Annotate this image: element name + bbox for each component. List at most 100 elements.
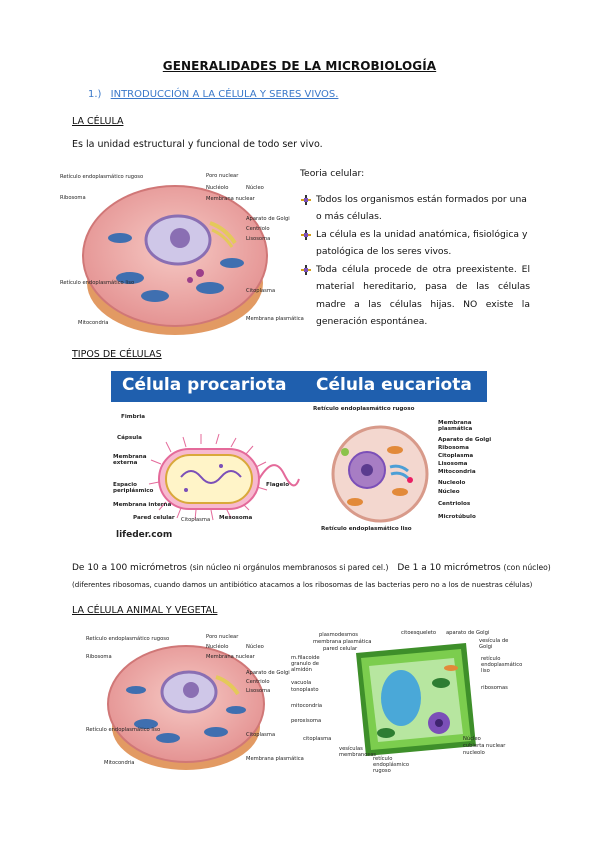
ribosome-note: (diferentes ribosomas, cuando damos un a… (72, 580, 533, 589)
label-euk-microtubule: Microtúbulo (438, 514, 476, 520)
label-cytoskeleton: citoesqueleto (401, 630, 437, 636)
animal-cell-diagram: Retículo endoplasmático rugoso Ribosoma … (60, 168, 304, 338)
prokaryote-diagram: Fimbria Cápsula Membrana externa Espacio… (111, 402, 301, 542)
label-cell-wall: Pared celular (133, 515, 175, 521)
size-eukaryote: De 1 a 10 micrómetros (397, 563, 501, 573)
label-euk-membrane: Membrana plasmática (438, 420, 473, 432)
label-euk-cytoplasm: Citoplasma (438, 453, 474, 459)
theory-item: La célula es la unidad anatómica, fisiol… (300, 226, 530, 261)
label-lysosome: Lisosoma (246, 236, 271, 242)
animal-cell-illustration-2 (107, 645, 265, 770)
label-mitochondria: Mitocondria (78, 320, 109, 326)
label-plasma-membrane-2: Membrana plasmática (246, 756, 304, 762)
label-starch: granulo de almidón (291, 661, 319, 673)
types-heading: TIPOS DE CÉLULAS (72, 349, 162, 360)
label-centriole-2: Centriolo (246, 679, 270, 685)
label-rer: Retículo endoplasmático rugoso (60, 174, 144, 180)
prokaryote-illustration (148, 433, 300, 521)
label-cytoplasm-2: Citoplasma (246, 732, 276, 738)
banner-eukaryote: Célula eucariota (316, 375, 472, 395)
plant-cell-illustration (356, 643, 476, 756)
label-nuclear-pore-2: Poro nuclear (206, 634, 239, 640)
label-plant-membrane: membrana plasmática (313, 639, 372, 645)
label-golgi-2: Aparato de Golgi (246, 670, 290, 676)
label-golgi-vesicle: vesícula de Golgi (479, 638, 509, 650)
label-plant-mito: mitocondria (291, 703, 323, 709)
label-centriole: Centriolo (246, 226, 270, 232)
label-euk-nucleolus: Nucleolo (438, 480, 466, 486)
label-nucleus-2: Núcleo (246, 644, 264, 650)
label-capsule: Cápsula (117, 435, 142, 441)
pushpin-icon (301, 229, 311, 240)
size-prokaryote: De 10 a 100 micrómetros (72, 563, 187, 573)
eukaryote-diagram: Retículo endoplasmático rugoso Membrana … (305, 402, 495, 537)
size-line: De 10 a 100 micrómetros (sin núcleo ni o… (72, 563, 551, 573)
label-nucleolus: Nucléolo (206, 185, 229, 191)
section-title-text: INTRODUCCIÓN A LA CÉLULA Y SERES VIVOS. (110, 89, 339, 100)
label-plant-nucleus: Núcleo (463, 736, 481, 742)
label-plant-cytoplasm: citoplasma (303, 736, 332, 742)
plant-cell-diagram: plasmodesmos membrana plasmática pared c… (291, 628, 523, 786)
label-plant-nucleolus: nucleolo (463, 750, 485, 756)
label-cytoplasm: Citoplasma (246, 288, 276, 294)
label-ribosome-2: Ribosoma (86, 654, 112, 660)
label-nuclear-envelope: cubierta nuclear (463, 743, 506, 749)
label-plant-golgi: aparato de Golgi (446, 630, 490, 636)
theory-item: Todos los organismos están formados por … (300, 191, 530, 226)
size-prokaryote-note: (sin núcleo ni orgánulos membranosos si … (189, 563, 389, 572)
label-rer-2: Retículo endoplasmático rugoso (86, 636, 170, 642)
label-euk-golgi: Aparato de Golgi (438, 437, 492, 443)
label-plasma-membrane: Membrana plasmática (246, 316, 304, 322)
label-periplasm: Espacio periplásmico (113, 482, 154, 494)
banner-prokaryote: Célula procariota (122, 375, 287, 395)
theory-title: Teoria celular: (300, 168, 365, 179)
label-nuclear-membrane: Membrana nuclear (206, 196, 255, 202)
cell-heading: LA CÉLULA (72, 116, 124, 127)
label-ser: Retículo endoplasmático liso (60, 280, 135, 286)
label-plant-rer: retículo endoplásmico rugoso (373, 756, 410, 774)
cell-definition: Es la unidad estructural y funcional de … (72, 139, 323, 150)
label-nuclear-membrane-2: Membrana nuclear (206, 654, 255, 660)
label-mitochondria-2: Mitocondria (104, 760, 135, 766)
label-middle-lamella: m.filacoide (291, 655, 320, 661)
label-euk-lysosome: Lisosoma (438, 461, 468, 467)
section-title: 1.) INTRODUCCIÓN A LA CÉLULA Y SERES VIV… (88, 89, 338, 100)
animal-plant-heading: LA CÉLULA ANIMAL Y VEGETAL (72, 605, 218, 616)
label-inner-membrane: Membrana interna (113, 502, 172, 508)
label-tonoplast: tonoplasto (291, 687, 319, 693)
source-logo: lifeder.com (116, 530, 173, 540)
label-plant-ser: retículo endoplasmático liso (481, 656, 523, 674)
label-nucleolus-2: Nucléolo (206, 644, 229, 650)
label-fimbria: Fimbria (121, 414, 146, 420)
label-ser-2: Retículo endoplasmático liso (86, 727, 161, 733)
label-euk-mitochondria: Mitocondria (438, 469, 476, 475)
label-euk-centrioles: Centriolos (438, 501, 471, 507)
label-euk-rer: Retículo endoplasmático rugoso (313, 406, 415, 412)
section-number: 1.) (88, 89, 102, 100)
label-nucleus: Núcleo (246, 185, 264, 191)
label-lysosome-2: Lisosoma (246, 688, 271, 694)
animal-cell-illustration (82, 185, 268, 335)
label-euk-ribosome: Ribosoma (438, 445, 469, 451)
page-title: GENERALIDADES DE LA MICROBIOLOGÍA (162, 59, 437, 73)
label-ribosome: Ribosoma (60, 195, 86, 201)
label-euk-nucleus: Núcleo (438, 489, 460, 495)
size-eukaryote-note: (con núcleo) (503, 563, 551, 572)
label-plant-wall: pared celular (323, 646, 358, 652)
label-mesosome: Mesosoma (219, 515, 253, 521)
label-prok-cytoplasm: Citoplasma (181, 517, 211, 523)
label-plasmodesmata: plasmodesmos (319, 632, 358, 638)
pushpin-icon (301, 264, 311, 275)
eukaryote-illustration (331, 425, 429, 523)
label-outer-membrane: Membrana externa (113, 454, 147, 466)
theory-item: Toda célula procede de otra preexistente… (300, 261, 530, 331)
label-vacuole: vacuola (291, 680, 312, 686)
label-vesicles: vesículas membranosas (339, 746, 376, 758)
cell-theory: Teoria celular: Todos los organismos est… (300, 165, 530, 331)
pushpin-icon (301, 194, 311, 205)
label-peroxisome: peroxisoma (291, 718, 322, 724)
cell-types-banner: Célula procariota Célula eucariota (111, 371, 487, 402)
animal-cell-diagram-2: Retículo endoplasmático rugoso Ribosoma … (86, 632, 304, 772)
label-nuclear-pore: Poro nuclear (206, 173, 239, 179)
label-golgi: Aparato de Golgi (246, 216, 290, 222)
